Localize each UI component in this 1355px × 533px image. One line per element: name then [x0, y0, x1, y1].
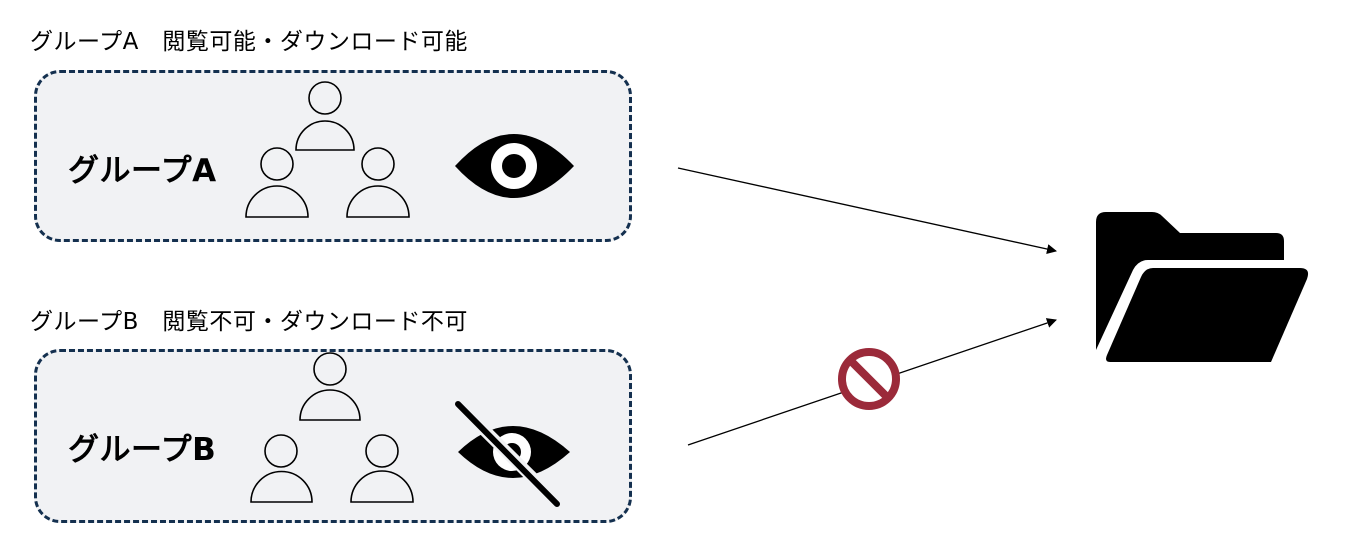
- group-a-people-icon: [245, 81, 410, 218]
- group-b-caption: グループB 閲覧不可・ダウンロード不可: [30, 309, 468, 335]
- eye-icon: [455, 134, 574, 198]
- arrow-group-a-to-folder: [677, 167, 1057, 254]
- prohibited-icon: [838, 348, 900, 410]
- eye-slash-icon: [446, 392, 571, 516]
- group-a-label: グループA: [68, 153, 217, 189]
- folder-open-icon: [1096, 212, 1309, 362]
- group-b-people-icon: [250, 352, 414, 503]
- group-b-label: グループB: [68, 432, 217, 468]
- group-a-caption: グループA 閲覧可能・ダウンロード可能: [30, 29, 468, 55]
